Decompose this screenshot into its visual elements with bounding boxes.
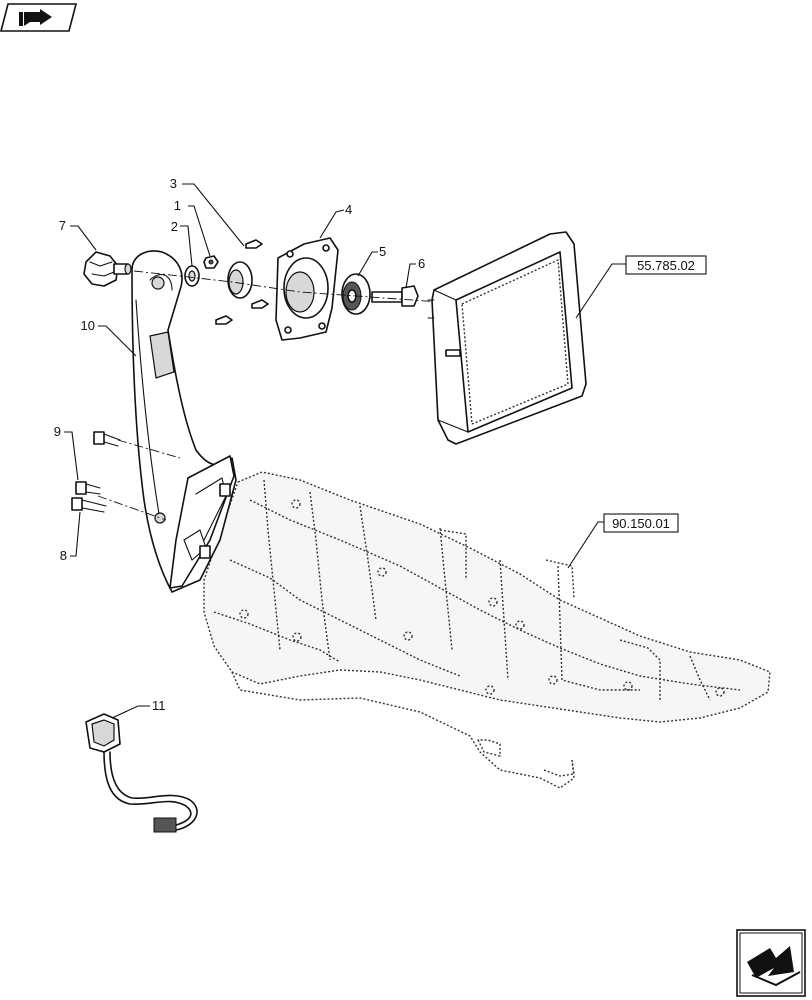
callout-10: 10	[81, 318, 95, 333]
callout-9: 9	[54, 424, 61, 439]
callout-5: 5	[379, 244, 386, 259]
previous-page-icon[interactable]	[0, 3, 78, 32]
callout-11: 11	[152, 698, 166, 713]
next-page-icon[interactable]	[736, 929, 806, 997]
reference-box-console[interactable]: 90.150.01	[603, 513, 679, 533]
callout-7: 7	[59, 218, 66, 233]
bolt-axis-8	[97, 495, 167, 521]
reference-label-display: 55.785.02	[637, 258, 695, 273]
bolt	[371, 285, 419, 307]
assembly-axis	[133, 270, 441, 303]
callout-2: 2	[171, 219, 178, 234]
callout-4: 4	[345, 202, 352, 217]
reference-box-display[interactable]: 55.785.02	[625, 255, 707, 275]
console-ghost	[203, 471, 771, 789]
reference-label-console: 90.150.01	[612, 516, 670, 531]
callout-3: 3	[170, 176, 177, 191]
bolt-9	[75, 431, 121, 495]
cap	[227, 261, 253, 299]
washer	[184, 265, 200, 287]
mounting-plate	[275, 237, 339, 341]
screw	[215, 239, 269, 325]
mounting-bracket	[131, 250, 237, 593]
bolt-axis-9	[117, 439, 181, 459]
callout-8: 8	[60, 548, 67, 563]
display-screen	[427, 231, 587, 445]
callout-labels: 1 2 3 4 5 6 7 8 9 10 11	[54, 176, 425, 713]
leader-lines	[64, 183, 626, 719]
bolt-8	[71, 497, 107, 513]
ratchet-disc	[341, 273, 371, 315]
knob	[83, 251, 132, 287]
callout-6: 6	[418, 256, 425, 271]
nut	[203, 255, 219, 269]
wire-harness	[85, 713, 198, 833]
callout-1: 1	[174, 198, 181, 213]
